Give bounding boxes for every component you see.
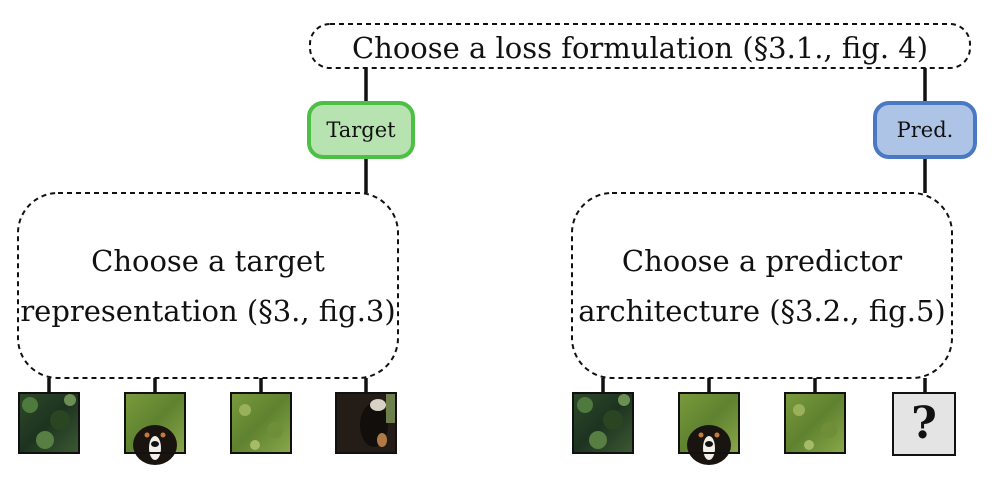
thumbnail-dog-face-right (678, 392, 740, 465)
pred-node-shape (873, 101, 977, 159)
thumbnail-dog-body-left (335, 392, 397, 454)
target-box-frame (17, 192, 399, 379)
pred-node-label: Pred. (896, 118, 954, 142)
target-box-label: Choose a target representation (§3., fig… (18, 236, 398, 336)
connector-lines (47, 67, 927, 393)
predictor-box-line-2: architecture (§3.2., fig.5) (578, 294, 946, 328)
loss-box-label: Choose a loss formulation (§3.1., fig. 4… (351, 31, 929, 65)
thumbnail-forest-left (18, 392, 80, 454)
target-box-line-2: representation (§3., fig.3) (20, 294, 396, 328)
target-box-line-1: Choose a target (91, 244, 325, 278)
thumbnail-grass-left (230, 392, 292, 454)
target-node-shape (307, 101, 415, 159)
thumbnail-unknown (892, 392, 956, 456)
thumbnail-grass-right (784, 392, 846, 454)
thumbnail-forest-right (572, 392, 634, 454)
thumbnail-dog-face-left (124, 392, 186, 465)
loss-box-frame (309, 23, 971, 69)
unknown-thumb-label: ? (911, 398, 937, 449)
predictor-box-frame (571, 192, 953, 379)
target-node-label: Target (326, 118, 396, 142)
predictor-box-line-1: Choose a predictor (621, 244, 903, 278)
predictor-box-label: Choose a predictor architecture (§3.2., … (572, 236, 952, 336)
